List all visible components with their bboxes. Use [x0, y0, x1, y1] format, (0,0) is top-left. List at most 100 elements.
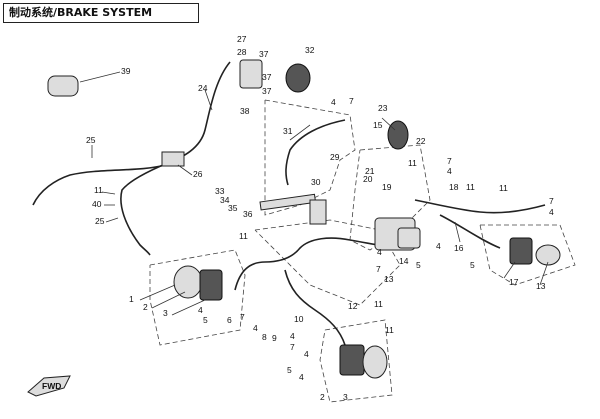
callout-23: 23 [378, 103, 388, 113]
callout-33: 33 [215, 186, 225, 196]
bracket-26 [161, 151, 185, 167]
callout-39: 39 [121, 66, 131, 76]
fwd-arrow-icon [27, 375, 71, 397]
callout-31: 31 [283, 126, 293, 136]
callout-labels: 39 27 28 37 37 37 38 32 24 25 26 11 40 2… [86, 34, 554, 402]
callout-38: 38 [240, 106, 250, 116]
brake-hose-31 [285, 119, 346, 186]
callout-16: 16 [454, 243, 464, 253]
leader-lines [79, 71, 549, 316]
brake-line-rear [414, 199, 546, 214]
callout-37a: 37 [259, 49, 269, 59]
callout-4d: 4 [377, 247, 382, 257]
callout-34: 34 [220, 195, 230, 205]
callout-10: 10 [294, 314, 304, 324]
callout-7a: 7 [349, 96, 354, 106]
abs-line-group-outline [254, 219, 401, 306]
callout-5c: 5 [203, 315, 208, 325]
callout-13b: 13 [384, 274, 394, 284]
caliper-17 [509, 237, 533, 265]
callout-13a: 13 [536, 281, 546, 291]
callout-21: 21 [365, 166, 375, 176]
callout-36: 36 [243, 209, 253, 219]
diagram-title: 制动系统/BRAKE SYSTEM [3, 3, 199, 23]
callout-40: 40 [92, 199, 102, 209]
disc-2-front [362, 345, 388, 379]
callout-25b: 25 [95, 216, 105, 226]
callout-4j: 4 [299, 372, 304, 382]
callout-5d: 5 [287, 365, 292, 375]
callout-4h: 4 [290, 331, 295, 341]
callout-27: 27 [237, 34, 247, 44]
callout-11d: 11 [499, 183, 508, 193]
callout-2b: 2 [320, 392, 325, 402]
master-cylinder-32 [285, 63, 311, 93]
disc-2-left [173, 265, 203, 299]
callout-4i: 4 [304, 349, 309, 359]
pedal-lever-36 [259, 193, 317, 211]
brake-line-main [234, 237, 411, 291]
callout-4a: 4 [331, 97, 336, 107]
callout-26: 26 [193, 169, 203, 179]
callout-4e: 4 [436, 241, 441, 251]
caliper-3-left [199, 269, 223, 301]
callout-7b: 7 [447, 156, 452, 166]
callout-20: 20 [363, 174, 373, 184]
callout-37b: 37 [262, 72, 272, 82]
callout-4g: 4 [253, 323, 258, 333]
callout-7f: 7 [290, 342, 295, 352]
callout-11b: 11 [408, 158, 417, 168]
brake-reservoir-39 [47, 75, 79, 97]
callout-19: 19 [382, 182, 392, 192]
callout-11a: 11 [94, 185, 103, 195]
callout-29: 29 [330, 152, 340, 162]
callout-1: 1 [129, 294, 134, 304]
callout-25a: 25 [86, 135, 96, 145]
callout-3b: 3 [343, 392, 348, 402]
callout-35: 35 [228, 203, 238, 213]
callout-11g: 11 [385, 325, 394, 335]
callout-37c: 37 [262, 86, 272, 96]
valve-body-29 [309, 199, 327, 225]
callout-4c: 4 [549, 207, 554, 217]
callout-7d: 7 [376, 264, 381, 274]
callout-4b: 4 [447, 166, 452, 176]
callout-5b: 5 [416, 260, 421, 270]
callout-18: 18 [449, 182, 459, 192]
pedal-bracket-37 [239, 59, 263, 89]
pump-15 [387, 120, 409, 150]
callout-7c: 7 [549, 196, 554, 206]
callout-11e: 11 [239, 231, 248, 241]
callout-14: 14 [399, 256, 409, 266]
callout-22: 22 [416, 136, 426, 146]
callout-5a: 5 [470, 260, 475, 270]
callout-6: 6 [227, 315, 232, 325]
callout-3a: 3 [163, 308, 168, 318]
callout-24: 24 [198, 83, 208, 93]
brake-hose-26 [120, 159, 176, 256]
callout-11f: 11 [374, 299, 383, 309]
brake-line-front [284, 269, 346, 346]
disc-13-right [535, 244, 561, 266]
callout-11c: 11 [466, 182, 475, 192]
caliper-3-front [339, 344, 365, 376]
callout-7e: 7 [240, 312, 245, 322]
callout-2a: 2 [143, 302, 148, 312]
master-cylinder-group-outline [264, 99, 356, 216]
callout-4f: 4 [198, 305, 203, 315]
fwd-label: FWD [42, 381, 61, 391]
caliper-14-mid [397, 227, 421, 249]
rear-left-caliper-group-outline [149, 249, 246, 346]
brake-line-right [439, 214, 501, 249]
callout-12: 12 [348, 301, 358, 311]
callout-15: 15 [373, 120, 383, 130]
rear-right-group-outline [479, 224, 576, 286]
callout-8: 8 [262, 332, 267, 342]
callout-17: 17 [509, 277, 519, 287]
callout-30: 30 [311, 177, 321, 187]
callout-32: 32 [305, 45, 315, 55]
callout-28: 28 [237, 47, 247, 57]
front-caliper-group-outline [319, 319, 393, 403]
